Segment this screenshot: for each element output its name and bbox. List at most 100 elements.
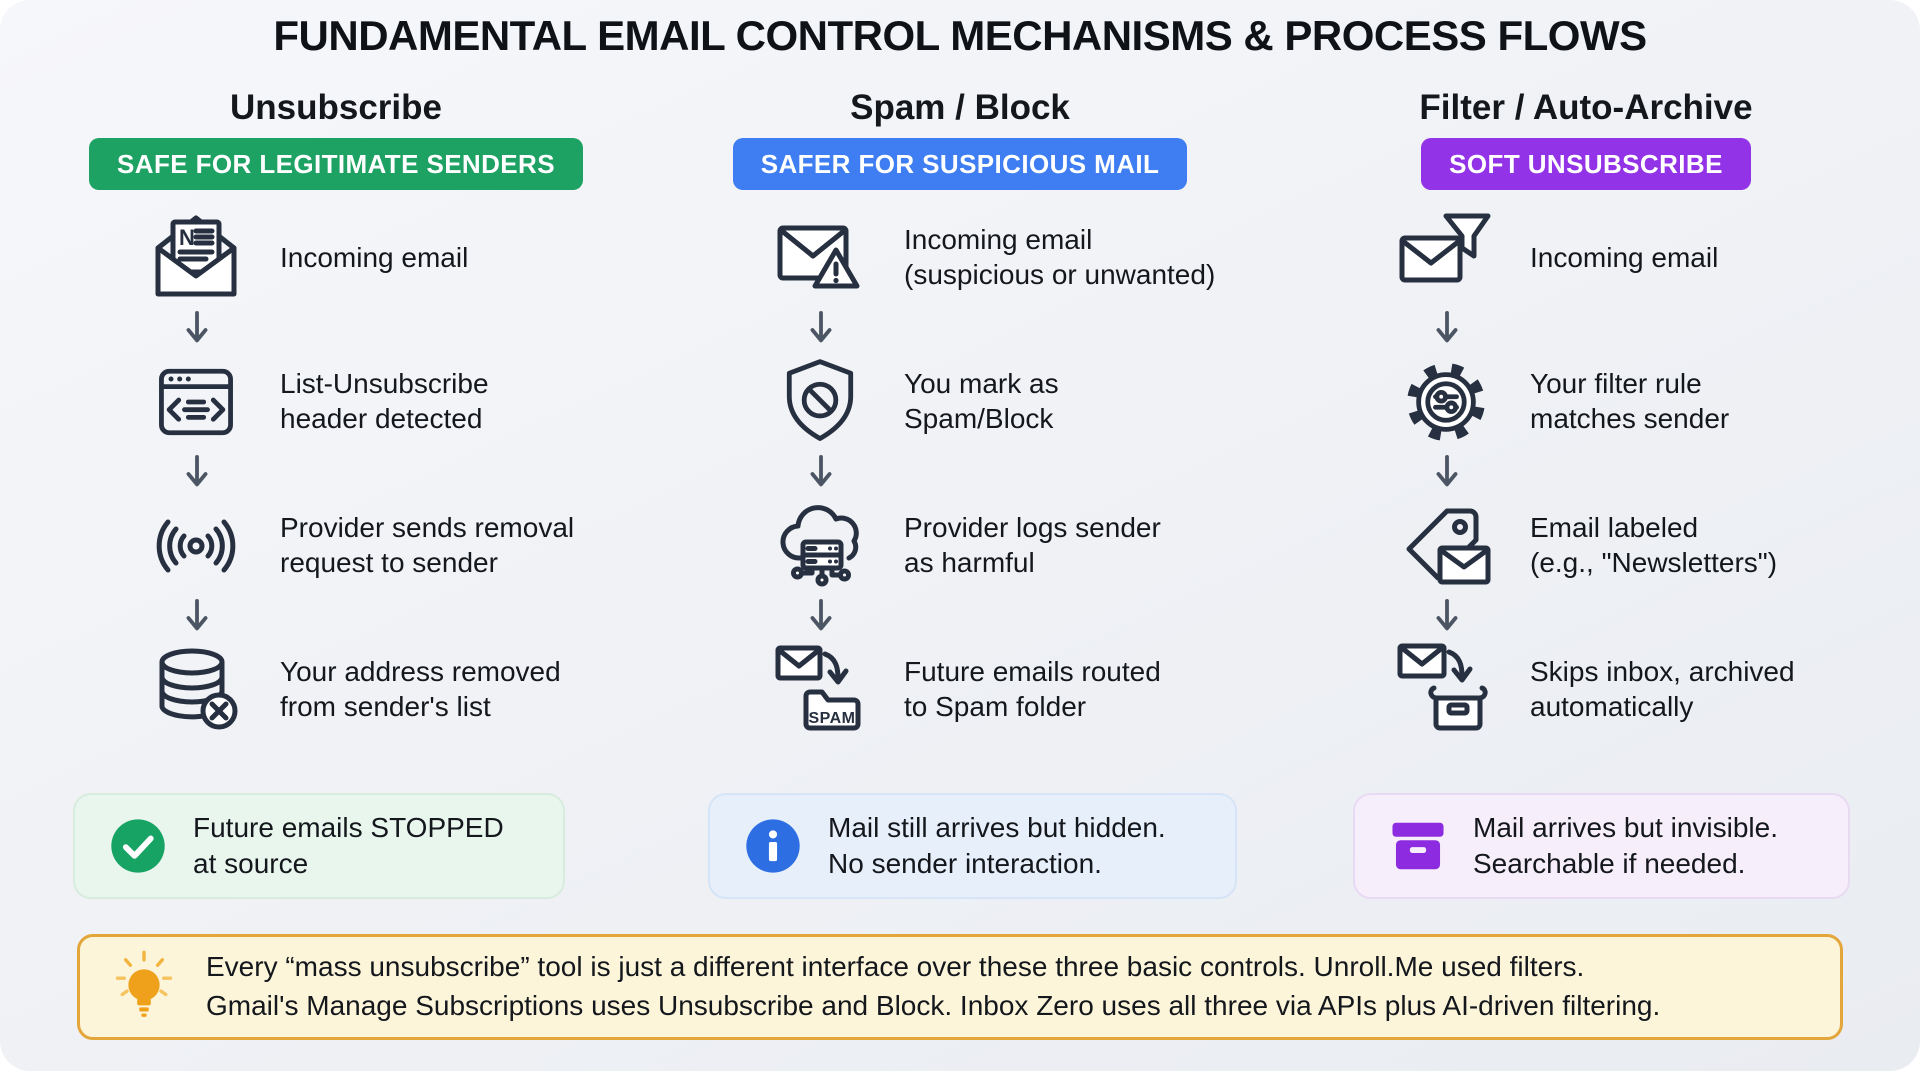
step-text: You mark as Spam/Block [904, 368, 1059, 434]
broadcast-signal-icon [156, 519, 236, 573]
column-header: Spam / Block [850, 88, 1070, 127]
page-title: FUNDAMENTAL EMAIL CONTROL MECHANISMS & P… [273, 12, 1647, 59]
step-text: Incoming email (suspicious or unwanted) [904, 224, 1216, 290]
flow-spam-block: Incoming email (suspicious or unwanted) … [660, 206, 1260, 742]
arrow-row [760, 310, 1260, 350]
check-circle-icon [111, 819, 165, 873]
flow-unsubscribe: N Incoming email [36, 206, 636, 742]
newsletter-envelope-icon: N [155, 215, 237, 297]
footnote-text: Every “mass unsubscribe” tool is just a … [206, 951, 1661, 1021]
email-filter-icon [1386, 208, 1506, 308]
down-arrow-icon [810, 311, 832, 343]
archive-box-icon [1389, 817, 1447, 875]
filter-gear-icon [1386, 354, 1506, 450]
column-unsubscribe: Unsubscribe SAFE FOR LEGITIMATE SENDERS … [36, 88, 636, 742]
flow-step: Incoming email (suspicious or unwanted) [760, 206, 1260, 310]
arrow-row [1386, 454, 1886, 494]
step-text: Provider sends removal request to sender [280, 512, 575, 578]
footnote-callout: Every “mass unsubscribe” tool is just a … [77, 934, 1843, 1040]
arrow-row [136, 598, 636, 638]
shield-block-icon [760, 354, 880, 450]
summary-spam-block: Mail still arrives but hidden. No sender… [708, 793, 1237, 899]
summary-text: Future emails STOPPED at source [193, 811, 504, 879]
arrow-row [760, 454, 1260, 494]
summary-text: Mail arrives but invisible. Searchable i… [1473, 811, 1778, 879]
auto-archive-icon [1397, 643, 1488, 731]
lightbulb-icon [115, 950, 173, 1017]
svg-text:SPAM: SPAM [808, 710, 855, 727]
step-text: Your address removed from sender's list [280, 656, 561, 722]
flow-step: Email labeled (e.g., "Newsletters") [1386, 494, 1886, 598]
badge-wrap: SAFER FOR SUSPICIOUS MAIL [660, 138, 1260, 190]
flow-step: List-Unsubscribe header detected [136, 350, 636, 454]
summary-filter-archive: Mail arrives but invisible. Searchable i… [1353, 793, 1850, 899]
shield-block-icon [786, 359, 854, 441]
step-text: Your filter rule matches sender [1530, 368, 1730, 434]
cloud-server-icon [780, 505, 859, 587]
summary-text: Mail still arrives but hidden. No sender… [828, 811, 1166, 879]
summary-unsubscribe: Future emails STOPPED at source [73, 793, 565, 899]
step-text: Incoming email [280, 241, 469, 273]
arrow-row [136, 454, 636, 494]
auto-archive-icon [1386, 640, 1506, 740]
badge-wrap: SOFT UNSUBSCRIBE [1286, 138, 1886, 190]
arrow-row [1386, 598, 1886, 638]
down-arrow-icon [810, 455, 832, 487]
lightbulb-icon [110, 949, 178, 1025]
down-arrow-icon [186, 455, 208, 487]
flow-step: Incoming email [1386, 206, 1886, 310]
check-circle-icon [109, 817, 167, 875]
step-text: Provider logs sender as harmful [904, 512, 1161, 578]
flow-filter-archive: Incoming email [1286, 206, 1886, 742]
flow-step: You mark as Spam/Block [760, 350, 1260, 454]
step-text: Incoming email [1530, 241, 1719, 273]
cloud-server-icon [760, 496, 880, 596]
flow-step: Provider logs sender as harmful [760, 494, 1260, 598]
arrow-row [136, 310, 636, 350]
spam-folder-icon: SPAM [775, 645, 861, 731]
step-text: Email labeled (e.g., "Newsletters") [1530, 512, 1778, 578]
label-tag-icon [1406, 508, 1491, 585]
filter-gear-icon [1407, 363, 1485, 441]
arrow-row [760, 598, 1260, 638]
archive-box-icon [1392, 822, 1444, 870]
flow-step: Skips inbox, archived automatically [1386, 638, 1886, 742]
flow-step: N Incoming email [136, 206, 636, 310]
spam-folder-icon: SPAM [760, 640, 880, 740]
down-arrow-icon [1436, 455, 1458, 487]
flow-step: Your address removed from sender's list [136, 638, 636, 742]
newsletter-envelope-icon: N [136, 208, 256, 308]
label-tag-icon [1386, 496, 1506, 596]
step-text: Future emails routed to Spam folder [904, 656, 1161, 722]
column-filter-archive: Filter / Auto-Archive SOFT UNSUBSCRIBE I… [1286, 88, 1886, 742]
flow-step: SPAM Future emails routed to Spam folder [760, 638, 1260, 742]
step-text: Skips inbox, archived automatically [1530, 656, 1795, 722]
info-circle-icon [746, 819, 800, 873]
down-arrow-icon [186, 599, 208, 631]
database-removed-icon [136, 640, 256, 740]
badge-wrap: SAFE FOR LEGITIMATE SENDERS [36, 138, 636, 190]
down-arrow-icon [1436, 599, 1458, 631]
safety-badge: SOFT UNSUBSCRIBE [1421, 138, 1751, 190]
suspicious-email-icon [777, 225, 860, 289]
step-text: List-Unsubscribe header detected [280, 368, 489, 434]
email-filter-icon [1399, 213, 1491, 283]
broadcast-signal-icon [136, 496, 256, 596]
flow-step: Your filter rule matches sender [1386, 350, 1886, 454]
column-header: Filter / Auto-Archive [1419, 88, 1753, 127]
down-arrow-icon [186, 311, 208, 343]
svg-text:N: N [179, 225, 195, 250]
safety-badge: SAFER FOR SUSPICIOUS MAIL [732, 138, 1188, 190]
flow-step: Provider sends removal request to sender [136, 494, 636, 598]
database-removed-icon [159, 648, 238, 730]
info-circle-icon [744, 817, 802, 875]
suspicious-email-icon [760, 208, 880, 308]
arrow-row [1386, 310, 1886, 350]
column-header: Unsubscribe [230, 88, 442, 127]
down-arrow-icon [1436, 311, 1458, 343]
code-window-icon [136, 354, 256, 450]
column-spam-block: Spam / Block SAFER FOR SUSPICIOUS MAIL I… [660, 88, 1260, 742]
safety-badge: SAFE FOR LEGITIMATE SENDERS [89, 138, 583, 190]
code-window-icon [159, 368, 233, 436]
